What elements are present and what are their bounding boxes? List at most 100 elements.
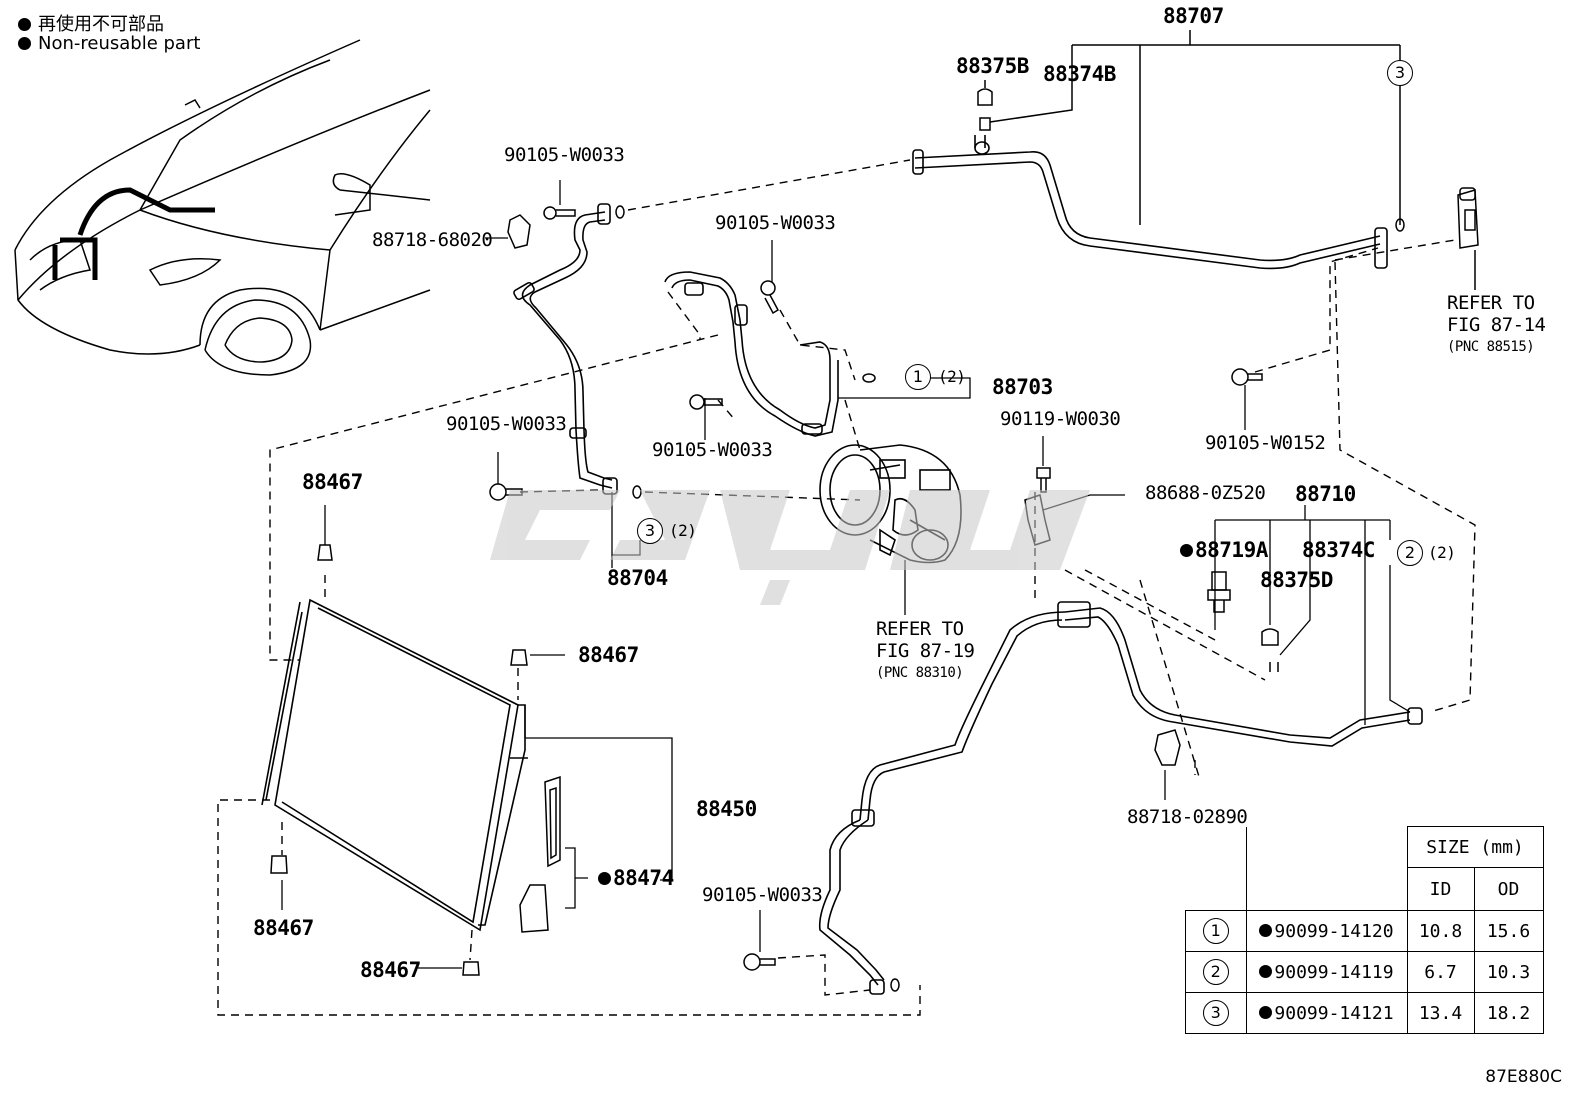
non-reusable-dot-icon — [1259, 964, 1273, 978]
oring-ref-1[interactable]: 1 — [905, 364, 931, 390]
pipe-88710 — [818, 601, 1423, 995]
part-label-90119-W0030[interactable]: 90119-W0030 — [1000, 408, 1121, 430]
expansion-valve — [1457, 187, 1479, 249]
part-label-88704[interactable]: 88704 — [607, 566, 668, 590]
part-number-text: 88474 — [613, 866, 674, 890]
vehicle-outline — [14, 39, 431, 376]
oring-size-table: SIZE (mm) ID OD 1 90099-14120 10.8 15.6 … — [1185, 826, 1544, 1034]
condenser-88450 — [261, 598, 528, 932]
part-label-88467-right[interactable]: 88467 — [578, 643, 639, 667]
non-reusable-dot-icon — [1259, 923, 1273, 937]
refer-fig-87-14-pnc: (PNC 88515) — [1447, 339, 1535, 355]
legend-text-en: Non-reusable part — [38, 33, 201, 54]
row-part[interactable]: 90099-14119 — [1245, 951, 1408, 993]
part-label-90105-W0152[interactable]: 90105-W0152 — [1205, 432, 1326, 454]
oring-qty-1: (2) — [938, 367, 966, 386]
table-row: 3 90099-14121 13.4 18.2 — [1185, 992, 1544, 1034]
row-od: 15.6 — [1473, 910, 1544, 952]
part-label-88375B[interactable]: 88375B — [956, 54, 1029, 78]
refer-fig-87-19-line2[interactable]: FIG 87-19 — [876, 640, 975, 662]
cap-88375D — [1261, 628, 1279, 646]
non-reusable-dot-icon — [598, 872, 611, 885]
bolt-90105-W0152 — [1231, 368, 1263, 386]
watermark-logo — [490, 490, 1090, 605]
table-row: 2 90099-14119 6.7 10.3 — [1185, 951, 1544, 993]
legend-line-jp: 再使用不可部品 — [18, 10, 164, 36]
row-part[interactable]: 90099-14120 — [1245, 910, 1408, 952]
circle-ref-icon: 3 — [1202, 1000, 1229, 1026]
pipe-88707 — [912, 135, 1388, 270]
part-number-text: 88719A — [1195, 538, 1268, 562]
row-od: 10.3 — [1473, 951, 1544, 993]
part-label-90105-W0033-a[interactable]: 90105-W0033 — [504, 144, 625, 166]
cushion-88467 — [270, 544, 528, 976]
table-blank — [1246, 867, 1408, 911]
part-label-88467-bottom-left[interactable]: 88467 — [253, 916, 314, 940]
part-label-90105-W0033-c[interactable]: 90105-W0033 — [652, 439, 773, 461]
legend-line-en: Non-reusable part — [18, 33, 200, 54]
col-id-header: ID — [1406, 867, 1475, 911]
bolt-90105-W0033-a — [543, 206, 576, 220]
row-id: 10.8 — [1406, 910, 1475, 952]
part-label-88467-bottom[interactable]: 88467 — [360, 958, 421, 982]
bolt-90105-W0033-b — [760, 280, 779, 315]
row-ref: 3 — [1185, 992, 1247, 1034]
table-blank — [1185, 826, 1247, 868]
table-blank — [1185, 867, 1247, 911]
part-label-88374C[interactable]: 88374C — [1302, 538, 1375, 562]
part-label-90105-W0033-b[interactable]: 90105-W0033 — [715, 212, 836, 234]
part-label-90105-W0033-e[interactable]: 90105-W0033 — [702, 884, 823, 906]
part-label-88719A[interactable]: 88719A — [1180, 540, 1268, 561]
row-id: 6.7 — [1406, 951, 1475, 993]
refer-fig-87-14-line2[interactable]: FIG 87-14 — [1447, 314, 1546, 336]
part-label-88707[interactable]: 88707 — [1163, 4, 1224, 28]
pipe-left-discharge — [513, 203, 618, 495]
oring-ref-3[interactable]: 3 — [637, 518, 663, 544]
row-od: 18.2 — [1473, 992, 1544, 1034]
oring-ref-3-top[interactable]: 3 — [1387, 60, 1413, 86]
cap-88375B — [977, 88, 993, 131]
desiccant-88474 — [519, 775, 561, 933]
bolt-90105-W0033-e — [743, 953, 776, 971]
row-ref: 1 — [1185, 910, 1247, 952]
part-number-text: 90099-14120 — [1274, 920, 1394, 942]
oring-ref-2[interactable]: 2 — [1397, 540, 1423, 566]
row-part[interactable]: 90099-14121 — [1245, 992, 1408, 1034]
oring-qty-3: (2) — [669, 521, 697, 540]
part-label-88450[interactable]: 88450 — [696, 797, 757, 821]
circle-ref-icon: 1 — [1202, 918, 1229, 944]
part-label-88718-02890[interactable]: 88718-02890 — [1127, 806, 1248, 828]
refer-fig-87-14-line1: REFER TO — [1447, 292, 1535, 314]
part-label-88467-top[interactable]: 88467 — [302, 470, 363, 494]
part-label-88710[interactable]: 88710 — [1295, 482, 1356, 506]
non-reusable-dot-icon — [18, 37, 31, 50]
size-header: SIZE (mm) — [1406, 826, 1544, 868]
refer-fig-87-19-line1: REFER TO — [876, 618, 964, 640]
row-id: 13.4 — [1406, 992, 1475, 1034]
table-blank — [1246, 826, 1408, 868]
bracket-88718-68020 — [507, 214, 531, 249]
part-label-88703[interactable]: 88703 — [992, 375, 1053, 399]
non-reusable-dot-icon — [1180, 544, 1193, 557]
part-label-88688-0Z520[interactable]: 88688-0Z520 — [1145, 482, 1266, 504]
clip-88718-02890 — [1154, 729, 1181, 766]
non-reusable-dot-icon — [1259, 1005, 1273, 1019]
part-label-90105-W0033-d[interactable]: 90105-W0033 — [446, 413, 567, 435]
col-od-header: OD — [1473, 867, 1544, 911]
non-reusable-dot-icon — [18, 18, 31, 31]
circle-ref-icon: 2 — [1202, 959, 1229, 985]
row-ref: 2 — [1185, 951, 1247, 993]
bolt-90105-W0033-c — [689, 394, 723, 410]
legend-text-jp: 再使用不可部品 — [38, 14, 164, 35]
pressure-switch-88719A — [1207, 571, 1231, 613]
table-row: 1 90099-14120 10.8 15.6 — [1185, 910, 1544, 952]
part-number-text: 90099-14119 — [1274, 961, 1394, 983]
figure-code: 87E880C — [1485, 1067, 1562, 1087]
part-label-88375D[interactable]: 88375D — [1260, 568, 1333, 592]
part-number-text: 90099-14121 — [1274, 1002, 1394, 1024]
part-label-88374B[interactable]: 88374B — [1043, 62, 1116, 86]
part-label-88718-68020[interactable]: 88718-68020 — [372, 229, 493, 251]
vehicle-ac-lines — [52, 187, 215, 280]
part-label-88474[interactable]: 88474 — [598, 868, 674, 889]
